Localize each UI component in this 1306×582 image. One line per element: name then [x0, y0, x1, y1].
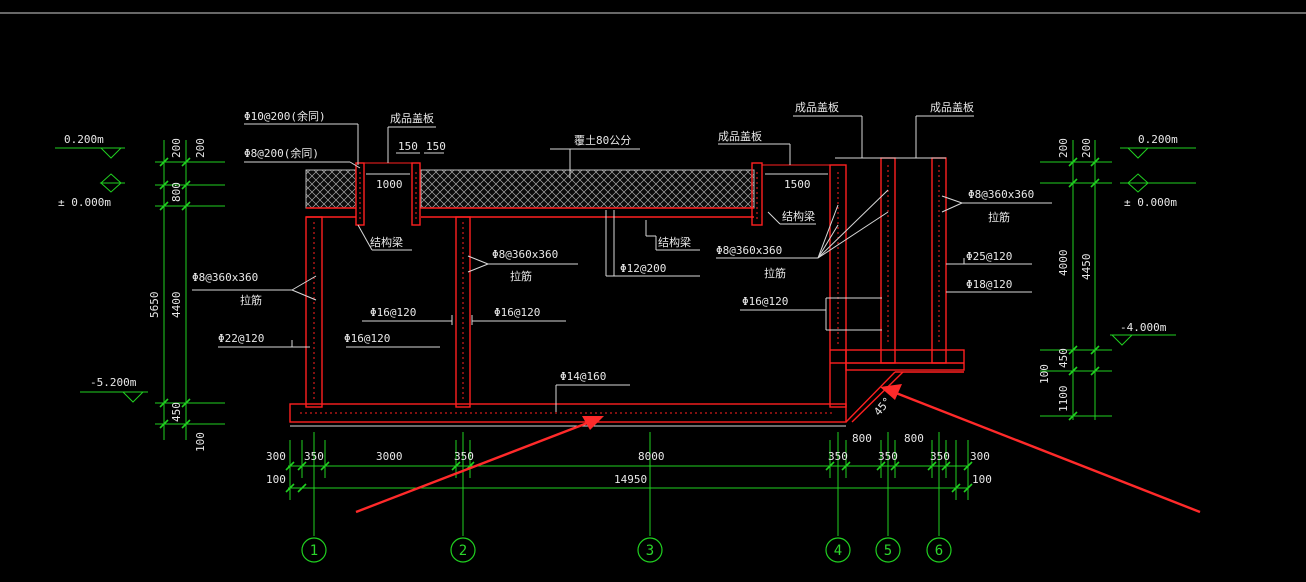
left-dim-200a: 200 [170, 138, 183, 158]
opening-width-right: 1500 [784, 178, 811, 191]
note-rebar-phi16-a: Φ16@120 [370, 306, 416, 319]
left-dim-450: 450 [170, 402, 183, 422]
note-rebar-phi16-d: Φ16@120 [742, 295, 788, 308]
note-rebar-phi16-c: Φ16@120 [344, 332, 390, 345]
note-cover-plate-mid: 成品盖板 [718, 129, 762, 143]
right-dim-4450: 4450 [1080, 254, 1093, 281]
bottom-dim-extra-1: 800 [904, 432, 924, 445]
axis-label-6: 6 [935, 543, 943, 559]
left-elev-bottom: -5.200m [90, 376, 137, 389]
axis-label-4: 4 [834, 543, 842, 559]
axis-label-5: 5 [884, 543, 892, 559]
note-rebar-phi8: Φ8@200(余同) [244, 146, 319, 160]
dimension-lines [55, 140, 1196, 536]
left-dim-5650: 5650 [148, 292, 161, 319]
right-dim-100: 100 [1038, 364, 1051, 384]
bottom-dim-7: 350 [930, 450, 950, 463]
right-dim-labels: 200 200 4000 4450 450 100 1100 [1038, 138, 1093, 412]
bottom-dim-total: 14950 [614, 473, 647, 486]
note-beam-mid: 结构梁 [658, 235, 691, 249]
right-dim-200a: 200 [1057, 138, 1070, 158]
note-rebar-phi10: Φ10@200(余同) [244, 109, 326, 123]
note-tie-right-a-sub: 拉筋 [764, 266, 786, 280]
axis-labels: 1 2 3 4 5 6 [310, 543, 943, 559]
note-rebar-phi25: Φ25@120 [966, 250, 1012, 263]
bottom-dim-row2-right: 100 [972, 473, 992, 486]
axis-label-1: 1 [310, 543, 318, 559]
note-cover-plate-r2: 成品盖板 [930, 100, 974, 114]
bottom-dim-5: 350 [828, 450, 848, 463]
left-dim-100: 100 [194, 432, 207, 452]
axis-circles [301, 537, 952, 563]
bottom-dim-4: 8000 [638, 450, 665, 463]
right-dim-4000: 4000 [1057, 250, 1070, 277]
dimension-ticks [159, 157, 1100, 493]
rebar-dots [300, 165, 940, 414]
right-elev-lower: -4.000m [1120, 321, 1167, 334]
note-cover-plate-r1: 成品盖板 [795, 100, 839, 114]
bottom-dim-8: 300 [970, 450, 990, 463]
axis-label-2: 2 [459, 543, 467, 559]
annotation-arrows [355, 384, 1201, 514]
note-rebar-phi12: Φ12@200 [620, 262, 666, 275]
left-elev-top: 0.200m [64, 133, 104, 146]
bottom-dim-6: 350 [878, 450, 898, 463]
note-tie-right-b-sub: 拉筋 [988, 210, 1010, 224]
note-tie-mid-sub: 拉筋 [510, 269, 532, 283]
note-beam-left: 结构梁 [370, 235, 403, 249]
bottom-dim-row2-left: 100 [266, 473, 286, 486]
note-soil-cover: 覆土80公分 [574, 134, 631, 147]
elevation-symbols [99, 147, 1150, 403]
left-dim-4400: 4400 [170, 292, 183, 319]
note-cover-plate-left: 成品盖板 [390, 111, 434, 125]
bottom-dim-3: 350 [454, 450, 474, 463]
left-dim-labels: 200 200 800 4400 5650 450 100 [148, 138, 207, 452]
bottom-dim-labels: 300 350 3000 350 8000 350 350 350 300 80… [266, 432, 992, 486]
note-tie-mid: Φ8@360x360 [492, 248, 558, 261]
note-tie-right-b: Φ8@360x360 [968, 188, 1034, 201]
note-rebar-phi18: Φ18@120 [966, 278, 1012, 291]
note-rebar-phi22: Φ22@120 [218, 332, 264, 345]
left-dim-800: 800 [170, 182, 183, 202]
bottom-dim-extra-0: 800 [852, 432, 872, 445]
note-rebar-phi14: Φ14@160 [560, 370, 606, 383]
left-elev-zero: ± 0.000m [58, 196, 111, 209]
right-dim-1100: 1100 [1057, 386, 1070, 413]
opening-width-left: 1000 [376, 178, 403, 191]
right-elev-top: 0.200m [1138, 133, 1178, 146]
small-mark-2: 150 [426, 140, 446, 153]
leader-lines [192, 115, 1052, 412]
note-tie-left-sub: 拉筋 [240, 293, 262, 307]
left-dim-200b: 200 [194, 138, 207, 158]
soil-cover [305, 169, 755, 209]
note-beam-right: 结构梁 [782, 209, 815, 223]
bottom-dim-1: 350 [304, 450, 324, 463]
slope-angle: 45° [871, 395, 894, 419]
note-rebar-phi16-b: Φ16@120 [494, 306, 540, 319]
structure [289, 157, 965, 423]
right-dim-200b: 200 [1080, 138, 1093, 158]
small-mark-1: 150 [398, 140, 418, 153]
axis-label-3: 3 [646, 543, 654, 559]
note-tie-left: Φ8@360x360 [192, 271, 258, 284]
bottom-dim-0: 300 [266, 450, 286, 463]
right-dim-450: 450 [1057, 348, 1070, 368]
right-elev-zero: ± 0.000m [1124, 196, 1177, 209]
note-tie-right-a: Φ8@360x360 [716, 244, 782, 257]
bottom-dim-2: 3000 [376, 450, 403, 463]
